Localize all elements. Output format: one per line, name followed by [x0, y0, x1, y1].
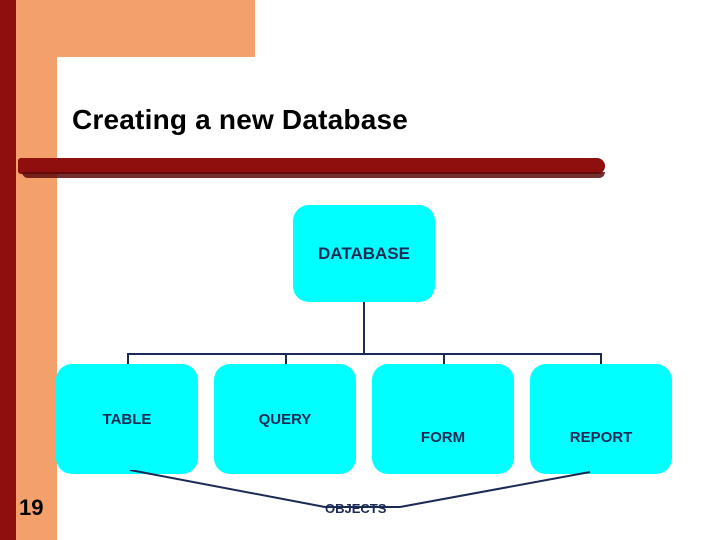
left-accent-stripe	[0, 0, 16, 540]
slide-number: 19	[19, 495, 44, 520]
node-database-label: DATABASE	[318, 243, 410, 263]
node-query: QUERY	[214, 364, 356, 474]
objects-label: OBJECTS	[325, 501, 387, 516]
connector-form-vertical	[443, 353, 445, 365]
connector-root-vertical	[363, 302, 365, 354]
node-form-label: FORM	[420, 428, 466, 446]
node-query-label: QUERY	[258, 410, 312, 428]
page-title: Creating a new Database	[72, 104, 409, 135]
node-table-label: TABLE	[102, 410, 152, 428]
node-database: DATABASE	[293, 205, 435, 302]
connector-query-vertical	[285, 353, 287, 365]
node-report: REPORT	[530, 364, 672, 474]
objects-brace	[129, 470, 591, 508]
connector-report-vertical	[600, 353, 602, 365]
connector-horizontal-bus	[127, 353, 601, 355]
top-color-band	[57, 0, 255, 57]
node-report-label: REPORT	[569, 428, 633, 446]
title-underline-bar	[18, 158, 605, 174]
title-underline-shadow	[22, 172, 605, 178]
connector-table-vertical	[127, 353, 129, 365]
node-form: FORM	[372, 364, 514, 474]
node-table: TABLE	[56, 364, 198, 474]
